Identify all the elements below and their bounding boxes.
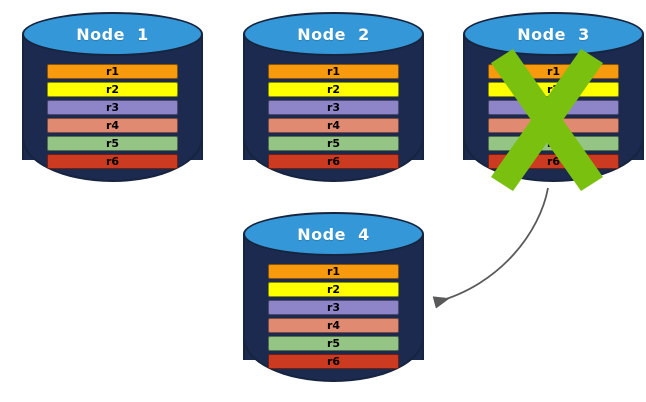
record-label: r4 [326,319,341,332]
record-row[interactable]: r2 [268,282,399,297]
record-row[interactable]: r1 [488,64,619,79]
record-row[interactable]: r6 [268,154,399,169]
record-row[interactable]: r4 [268,118,399,133]
record-label: r4 [546,119,561,132]
record-label: r6 [546,155,561,168]
record-label: r3 [546,101,561,114]
record-row[interactable]: r4 [488,118,619,133]
record-label: r1 [546,65,561,78]
record-label: r5 [546,137,561,150]
record-row[interactable]: r5 [488,136,619,151]
record-label: r3 [105,101,120,114]
record-label: r2 [546,83,561,96]
record-label: r3 [326,101,341,114]
record-label: r2 [105,83,120,96]
record-label: r2 [326,83,341,96]
node-title: Node 3 [517,24,590,44]
record-row[interactable]: r3 [47,100,178,115]
node-title: Node 4 [297,224,370,244]
record-row[interactable]: r3 [268,100,399,115]
record-row[interactable]: r2 [268,82,399,97]
record-label: r1 [326,265,341,278]
record-row[interactable]: r2 [488,82,619,97]
record-label: r3 [326,301,341,314]
record-label: r4 [326,119,341,132]
record-row[interactable]: r5 [268,136,399,151]
database-node-3[interactable]: r1 r2 r3 r4 r5 r6 Node 3 [463,12,644,182]
cylinder-top [243,12,424,56]
record-label: r1 [326,65,341,78]
record-row[interactable]: r6 [268,354,399,369]
record-label: r1 [105,65,120,78]
record-label: r5 [326,337,341,350]
record-row[interactable]: r3 [268,300,399,315]
record-row[interactable]: r3 [488,100,619,115]
record-label: r6 [105,155,120,168]
record-list: r1 r2 r3 r4 r5 r6 [488,64,619,169]
record-row[interactable]: r2 [47,82,178,97]
record-label: r5 [326,137,341,150]
record-list: r1 r2 r3 r4 r5 r6 [268,264,399,369]
record-row[interactable]: r5 [47,136,178,151]
record-row[interactable]: r4 [268,318,399,333]
record-label: r5 [105,137,120,150]
database-node-1[interactable]: r1 r2 r3 r4 r5 r6 Node 1 [22,12,203,182]
database-node-4[interactable]: r1 r2 r3 r4 r5 r6 Node 4 [243,212,424,382]
record-label: r4 [105,119,120,132]
record-row[interactable]: r6 [47,154,178,169]
record-list: r1 r2 r3 r4 r5 r6 [268,64,399,169]
record-row[interactable]: r1 [268,64,399,79]
database-node-2[interactable]: r1 r2 r3 r4 r5 r6 Node 2 [243,12,424,182]
arrow-path [432,187,549,309]
record-row[interactable]: r1 [268,264,399,279]
record-label: r6 [326,355,341,368]
node-title: Node 1 [76,24,149,44]
record-row[interactable]: r1 [47,64,178,79]
cylinder-top [22,12,203,56]
record-list: r1 r2 r3 r4 r5 r6 [47,64,178,169]
record-row[interactable]: r4 [47,118,178,133]
cylinder-top [243,212,424,256]
record-label: r2 [326,283,341,296]
record-label: r6 [326,155,341,168]
record-row[interactable]: r5 [268,336,399,351]
node-title: Node 2 [297,24,370,44]
record-row[interactable]: r6 [488,154,619,169]
